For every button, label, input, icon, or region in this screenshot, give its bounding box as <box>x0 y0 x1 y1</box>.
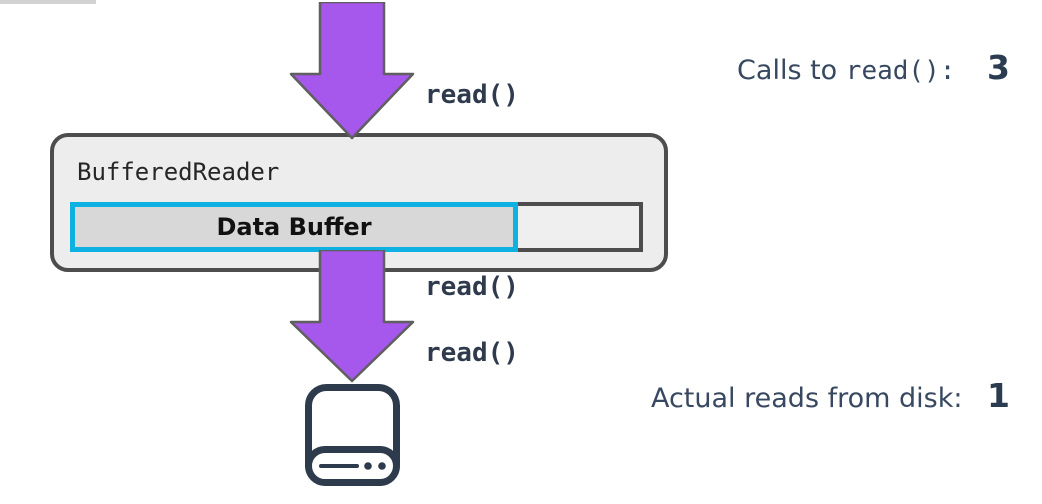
calls-stat-value: 3 <box>987 48 1010 87</box>
read-call-label: read() <box>425 272 519 302</box>
read-call-label: read() <box>425 80 519 110</box>
disk-stat-text: Actual reads from disk: <box>650 383 972 414</box>
top-left-bar <box>0 0 96 4</box>
calls-stat-text: Calls to <box>737 55 846 86</box>
data-buffer-label: Data Buffer <box>216 213 372 241</box>
calls-to-read-stat: Calls to read() : 3 <box>737 48 1010 87</box>
down-arrow-icon <box>289 2 415 140</box>
disk-reads-stat: Actual reads from disk: 1 <box>651 376 1010 415</box>
hard-drive-icon <box>305 384 400 486</box>
disk-stat-value: 1 <box>987 376 1010 415</box>
calls-stat-colon: : <box>939 56 972 86</box>
down-arrow-icon <box>289 250 415 383</box>
disk-read-label: read() <box>425 338 519 368</box>
calls-stat-code: read() <box>845 56 940 86</box>
data-buffer: Data Buffer <box>70 202 518 252</box>
buffered-reader-title: BufferedReader <box>77 158 280 186</box>
